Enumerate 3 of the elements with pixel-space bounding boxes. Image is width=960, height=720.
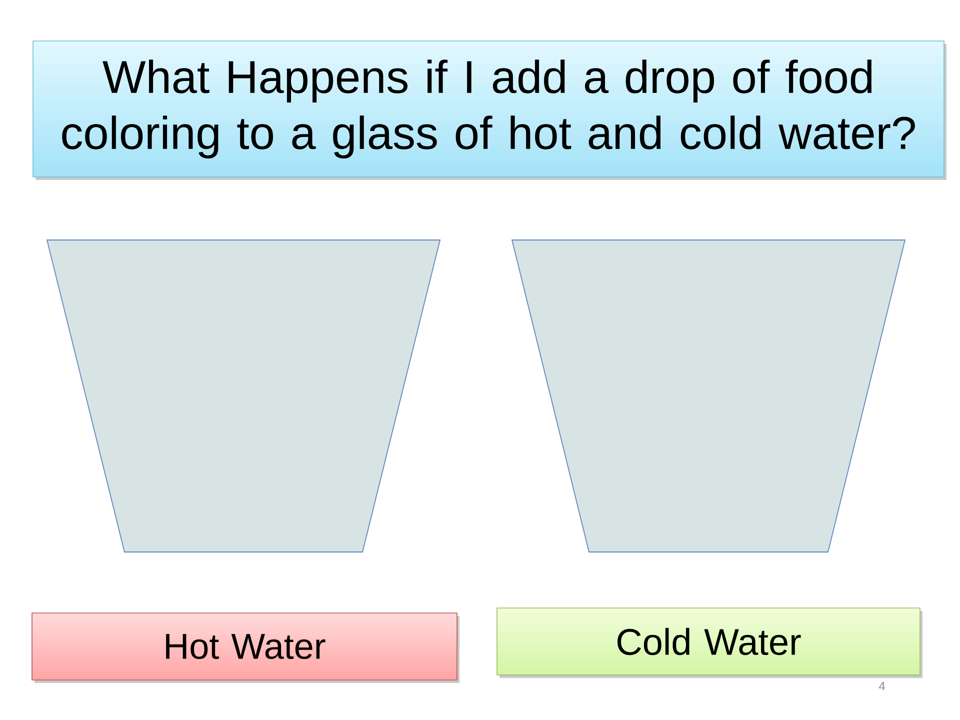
label-box: Cold Water <box>496 608 923 678</box>
label-box: Hot Water <box>32 612 460 683</box>
heading-box: What Happens if I add a drop of food coloring to a glass of hot and cold water? <box>32 40 947 180</box>
